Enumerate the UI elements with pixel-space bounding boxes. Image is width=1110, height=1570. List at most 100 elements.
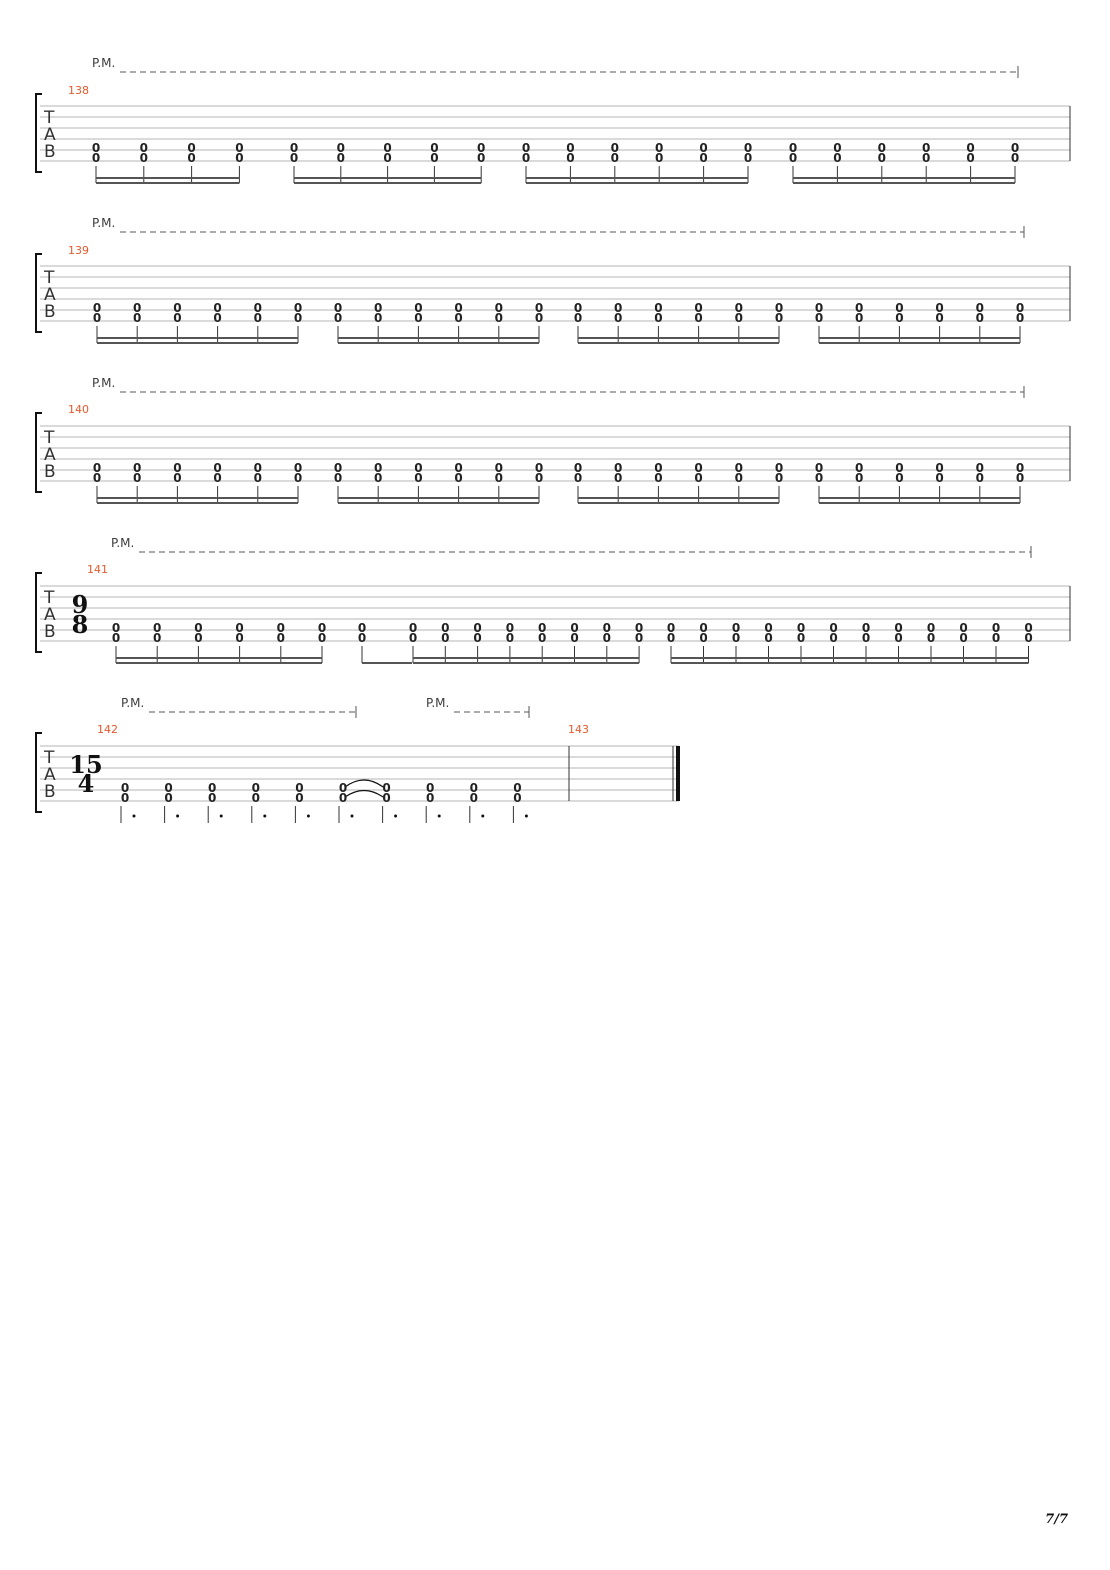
fret-number: 0 (935, 301, 943, 315)
fret-number: 0 (535, 471, 543, 485)
fret-number: 0 (252, 781, 260, 795)
tab-clef-t: T (43, 428, 55, 448)
tab-clef-t: T (43, 748, 55, 768)
fret-number: 0 (976, 461, 984, 475)
fret-number: 0 (164, 791, 172, 805)
time-signature-top: 9 (72, 590, 89, 619)
fret-number: 0 (603, 631, 611, 645)
fret-number: 0 (409, 621, 417, 635)
fret-number: 0 (735, 461, 743, 475)
fret-number: 0 (173, 471, 181, 485)
fret-number: 0 (334, 471, 342, 485)
fret-number: 0 (93, 311, 101, 325)
fret-number: 0 (895, 301, 903, 315)
fret-number: 0 (290, 151, 298, 165)
fret-number: 0 (922, 151, 930, 165)
fret-number: 0 (112, 631, 120, 645)
fret-number: 0 (454, 301, 462, 315)
fret-number: 0 (522, 151, 530, 165)
fret-number: 0 (383, 151, 391, 165)
fret-number: 0 (318, 621, 326, 635)
augmentation-dot (481, 814, 485, 818)
fret-number: 0 (935, 311, 943, 325)
time-signature-top: 15 (69, 750, 102, 779)
augmentation-dot (219, 814, 223, 818)
fret-number: 0 (764, 621, 772, 635)
system-139: P.M. 139 T A B 0000000000000000000000000… (35, 216, 1071, 344)
fret-number: 0 (409, 631, 417, 645)
fret-number: 0 (570, 621, 578, 635)
augmentation-dot (306, 814, 310, 818)
fret-number: 0 (454, 311, 462, 325)
fret-number: 0 (614, 311, 622, 325)
fret-number: 0 (694, 471, 702, 485)
fret-number: 0 (732, 631, 740, 645)
fret-number: 0 (895, 461, 903, 475)
augmentation-dot (263, 814, 267, 818)
fret-number: 0 (922, 141, 930, 155)
palm-mute-label: P.M. (426, 696, 449, 710)
fret-number: 0 (235, 621, 243, 635)
note-area: 0000000000000000000000000000000000000000… (93, 461, 1024, 504)
fret-number: 0 (295, 791, 303, 805)
fret-number: 0 (694, 461, 702, 475)
fret-number: 0 (764, 631, 772, 645)
fret-number: 0 (966, 151, 974, 165)
fret-number: 0 (235, 141, 243, 155)
fret-number: 0 (374, 471, 382, 485)
fret-number: 0 (574, 311, 582, 325)
fret-number: 0 (294, 471, 302, 485)
fret-number: 0 (635, 621, 643, 635)
fret-number: 0 (775, 301, 783, 315)
system-138: P.M. 138 T A B 0000000000000000000000000… (35, 56, 1071, 184)
fret-number: 0 (153, 621, 161, 635)
fret-number: 0 (927, 631, 935, 645)
fret-number: 0 (895, 471, 903, 485)
fret-number: 0 (506, 621, 514, 635)
fret-number: 0 (611, 151, 619, 165)
measure-number: 138 (68, 84, 89, 97)
fret-number: 0 (477, 151, 485, 165)
tab-staff (40, 745, 679, 802)
fret-number: 0 (208, 781, 216, 795)
fret-number: 0 (635, 631, 643, 645)
fret-number: 0 (473, 631, 481, 645)
fret-number: 0 (194, 631, 202, 645)
fret-number: 0 (477, 141, 485, 155)
fret-number: 0 (574, 471, 582, 485)
fret-number: 0 (254, 301, 262, 315)
fret-number: 0 (966, 141, 974, 155)
fret-number: 0 (93, 461, 101, 475)
fret-number: 0 (495, 311, 503, 325)
fret-number: 0 (337, 151, 345, 165)
fret-number: 0 (699, 631, 707, 645)
fret-number: 0 (187, 141, 195, 155)
fret-number: 0 (1016, 461, 1024, 475)
fret-number: 0 (655, 141, 663, 155)
fret-number: 0 (976, 471, 984, 485)
palm-mute-label: P.M. (92, 216, 115, 230)
fret-number: 0 (513, 781, 521, 795)
fret-number: 0 (1011, 141, 1019, 155)
fret-number: 0 (358, 621, 366, 635)
fret-number: 0 (614, 471, 622, 485)
tab-clef-b: B (44, 302, 56, 322)
tab-clef-t: T (43, 268, 55, 288)
fret-number: 0 (430, 141, 438, 155)
fret-number: 0 (538, 631, 546, 645)
tab-clef-a: A (44, 285, 56, 305)
fret-number: 0 (254, 311, 262, 325)
measure-number: 143 (568, 723, 589, 736)
fret-number: 0 (833, 151, 841, 165)
fret-number: 0 (470, 791, 478, 805)
fret-number: 0 (895, 311, 903, 325)
fret-number: 0 (140, 151, 148, 165)
fret-number: 0 (334, 461, 342, 475)
fret-number: 0 (570, 631, 578, 645)
fret-number: 0 (699, 141, 707, 155)
tab-staff (40, 425, 1070, 482)
fret-number: 0 (382, 781, 390, 795)
fret-number: 0 (454, 471, 462, 485)
fret-number: 0 (667, 631, 675, 645)
